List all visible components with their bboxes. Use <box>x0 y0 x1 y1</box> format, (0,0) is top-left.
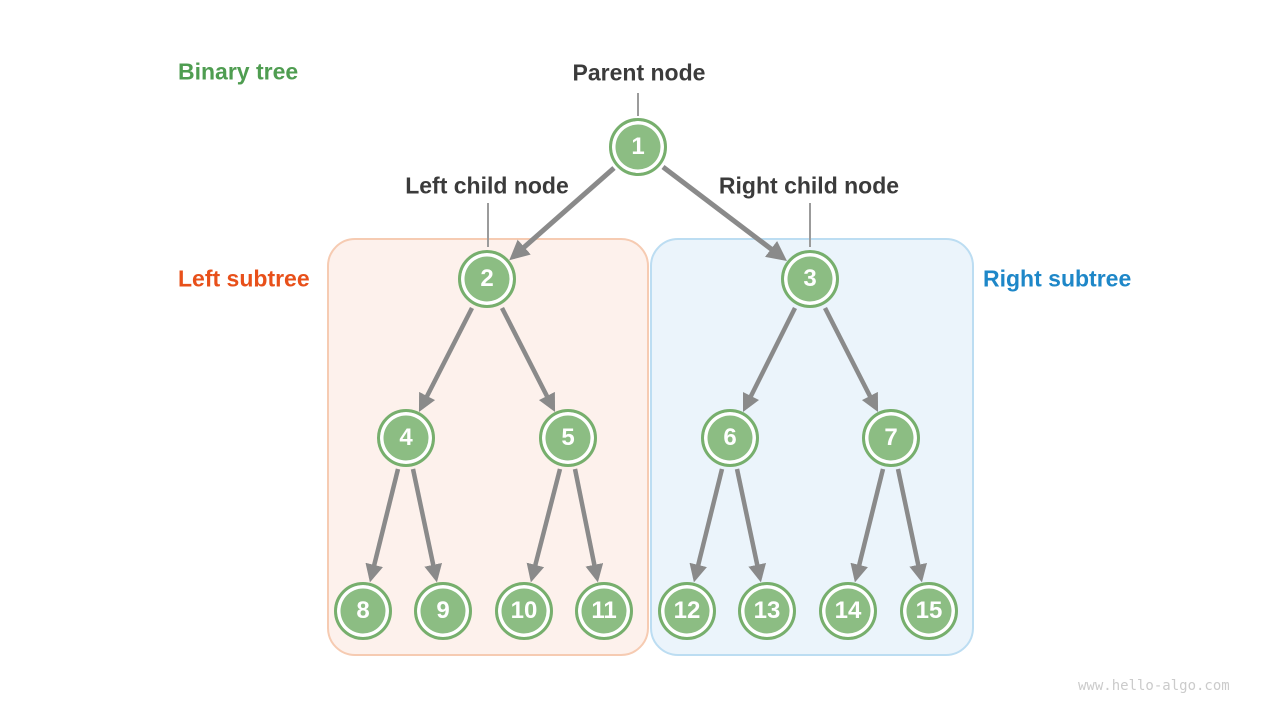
tree-node-15: 15 <box>900 582 958 640</box>
tree-node-9: 9 <box>414 582 472 640</box>
parent-node-label: Parent node <box>572 59 706 86</box>
edge-2-4 <box>418 306 475 413</box>
edge-7-15 <box>895 468 928 583</box>
edge-4-8 <box>365 468 401 583</box>
tree-node-6: 6 <box>701 409 759 467</box>
edge-1-3 <box>661 165 787 262</box>
edge-2-5 <box>499 306 556 413</box>
edge-3-6 <box>742 306 798 413</box>
edge-5-11 <box>572 468 604 583</box>
edge-4-9 <box>410 468 443 583</box>
watermark: www.hello-algo.com <box>1078 678 1230 694</box>
tree-node-4: 4 <box>377 409 435 467</box>
tree-node-1: 1 <box>609 118 667 176</box>
tree-node-10: 10 <box>495 582 553 640</box>
tree-node-13: 13 <box>738 582 796 640</box>
right-subtree-label: Right subtree <box>983 265 1132 292</box>
edge-5-10 <box>526 468 563 583</box>
diagram-title: Binary tree <box>178 58 299 85</box>
tree-node-12: 12 <box>658 582 716 640</box>
edge-7-14 <box>850 468 886 583</box>
tree-node-8: 8 <box>334 582 392 640</box>
edge-3-7 <box>822 306 879 413</box>
edge-6-12 <box>689 468 725 583</box>
edge-1-2 <box>509 166 616 261</box>
edge-6-13 <box>734 468 767 583</box>
tree-node-14: 14 <box>819 582 877 640</box>
left-child-label: Left child node <box>405 172 569 199</box>
tree-node-11: 11 <box>575 582 633 640</box>
tree-node-3: 3 <box>781 250 839 308</box>
tree-node-5: 5 <box>539 409 597 467</box>
right-child-label: Right child node <box>718 172 900 199</box>
left-subtree-label: Left subtree <box>178 265 310 292</box>
tree-node-2: 2 <box>458 250 516 308</box>
tree-node-7: 7 <box>862 409 920 467</box>
